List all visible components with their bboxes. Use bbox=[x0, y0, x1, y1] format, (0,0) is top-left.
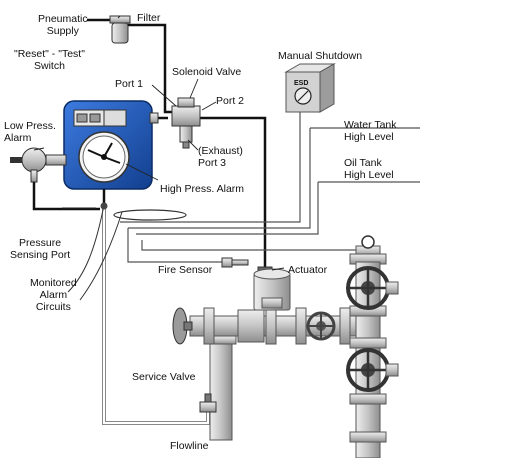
flowline-tubing bbox=[67, 204, 210, 425]
solenoid-valve-icon bbox=[171, 97, 201, 149]
wing-valve-handwheel-icon bbox=[306, 311, 336, 341]
port1-label: Port 1 bbox=[115, 78, 144, 90]
gauge-icon bbox=[361, 235, 375, 249]
high-press-alarm-label: High Press. Alarm bbox=[160, 183, 245, 195]
low-press-alarm-icon bbox=[10, 147, 67, 183]
alarm-circuit-lines bbox=[113, 112, 420, 263]
upper-master-handwheel-icon bbox=[346, 266, 399, 310]
sensing-tubing bbox=[32, 182, 106, 211]
service-valve-icon bbox=[199, 393, 217, 413]
leader-lines bbox=[33, 15, 285, 271]
port2-label: Port 2 bbox=[216, 95, 245, 107]
gate-valve-handwheel-icon bbox=[172, 307, 193, 345]
flowline-pipe bbox=[205, 335, 237, 441]
fire-sensor-icon bbox=[221, 257, 249, 268]
esd-glyph-label: ESD bbox=[294, 80, 309, 87]
reset-test-switch-label: "Reset" - "Test"Switch bbox=[14, 48, 85, 72]
esd-controller bbox=[63, 100, 159, 190]
solenoid-valve-label: Solenoid Valve bbox=[172, 66, 242, 78]
manual-shutdown-label: Manual Shutdown bbox=[278, 50, 363, 62]
actuator-icon bbox=[253, 266, 291, 311]
exhaust-port3-label: (Exhaust)Port 3 bbox=[198, 145, 243, 169]
fire-sensor-label: Fire Sensor bbox=[158, 264, 213, 276]
pressure-sensing-port-icon bbox=[100, 202, 108, 210]
manual-shutdown-button-icon bbox=[284, 63, 336, 113]
wing-pipe bbox=[189, 307, 361, 345]
filter-label: Filter bbox=[137, 12, 161, 24]
service-valve-label: Service Valve bbox=[132, 371, 196, 383]
flowline-label: Flowline bbox=[170, 440, 209, 452]
actuator-label: Actuator bbox=[288, 264, 328, 276]
low-press-alarm-label: Low Press.Alarm bbox=[4, 120, 56, 144]
filter-icon bbox=[109, 15, 131, 44]
lower-master-handwheel-icon bbox=[346, 348, 399, 392]
wellhead-tree bbox=[349, 235, 387, 458]
